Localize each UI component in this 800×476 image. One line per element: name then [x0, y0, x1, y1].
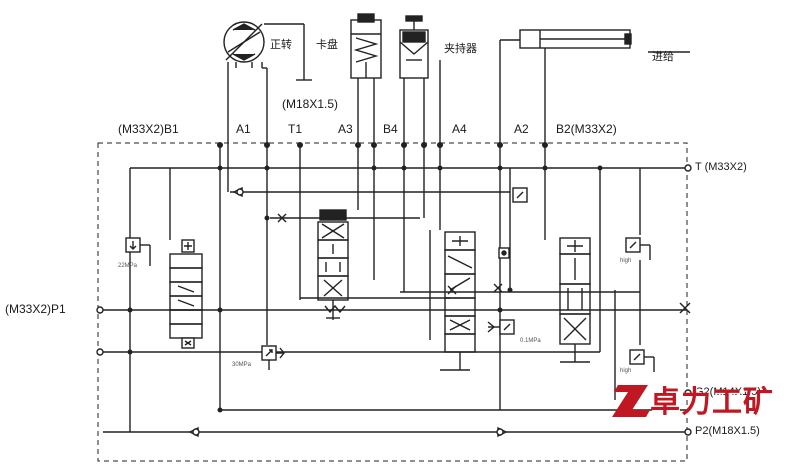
hydraulic-motor [223, 21, 265, 68]
port-label-b4: B4 [383, 122, 398, 136]
relief-valve-30mpa [261, 345, 285, 370]
port-label-a1: A1 [236, 122, 251, 136]
port-g2-node [684, 389, 692, 397]
note-01mpa: 0.1MPa [520, 338, 541, 344]
note-right-top: high [620, 258, 632, 264]
port-label-a4: A4 [452, 122, 467, 136]
brand-logo-text: 卓力工矿 [650, 385, 774, 420]
check-valve-bottom-right [496, 426, 508, 438]
port-label-b2: B2(M33X2) [556, 122, 617, 136]
port-label-p2: P2(M18X1.5) [695, 425, 760, 437]
directional-valve-a3 [317, 209, 349, 320]
gripper-label: 夹持器 [444, 43, 477, 55]
note-right-bottom: high [620, 368, 632, 374]
valve-block-boundary [97, 142, 688, 462]
port-t-node [684, 164, 692, 172]
check-valve-top [232, 186, 244, 198]
feed-cylinder [519, 29, 632, 49]
chuck-cylinder [350, 13, 382, 79]
directional-valve-a4 [429, 230, 476, 371]
note-30mpa: 30MPa [232, 362, 252, 368]
port-label-b1: (M33X2)B1 [118, 122, 179, 136]
port-junctions [127, 142, 603, 413]
logo-mark [612, 385, 650, 417]
port-label-a2: A2 [514, 122, 529, 136]
port-label-t1: T1 [288, 122, 303, 136]
directional-valve-left [169, 239, 203, 349]
pressure-valve-a2 [498, 187, 528, 259]
note-22mpa: 22MPa [118, 263, 138, 269]
port-label-a3: A3 [338, 122, 353, 136]
chuck-label: 卡盘 [316, 39, 338, 51]
relief-valve-right-top [625, 237, 651, 260]
port-label-t: T (M33X2) [695, 161, 747, 173]
port-p1-lower-node [96, 348, 104, 356]
motor-label: 正转 [270, 39, 292, 51]
port-plug-right [679, 302, 691, 314]
gripper-cylinder [399, 15, 429, 79]
check-valve-bottom-left [188, 426, 200, 438]
port-label-g2: G2(M14X1.5) [695, 386, 762, 398]
line-crossings [277, 213, 503, 295]
relief-valve-22mpa [125, 237, 151, 266]
port-label-p1: (M33X2)P1 [5, 302, 66, 316]
directional-valve-b2 [559, 237, 591, 363]
thread-label: (M18X1.5) [282, 97, 339, 111]
feed-label: 进给 [652, 51, 674, 63]
port-p2-node [684, 428, 692, 436]
port-p1-node [96, 306, 104, 314]
relief-valve-right-bottom [629, 349, 655, 372]
relief-valve-01mpa [487, 319, 515, 335]
